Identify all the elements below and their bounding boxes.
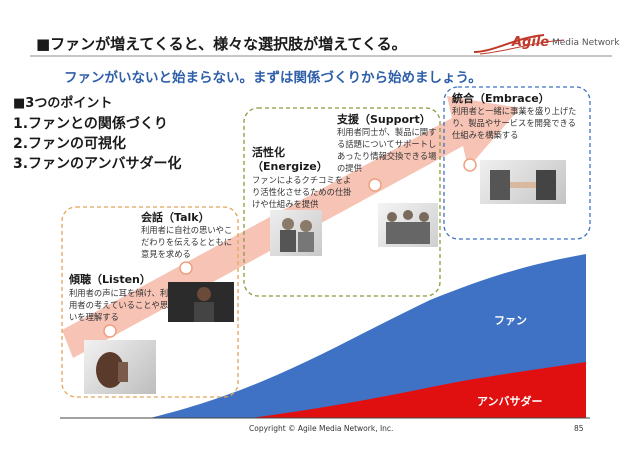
points-heading: ■3つのポイント: [13, 96, 113, 111]
milestone-talk: [179, 261, 193, 275]
step-support-desc: 利用者同士が、製品に関する話題についてサポートしあったり情報交換できる場の提供: [337, 127, 437, 173]
agile-media-network-logo: Agile Media Network: [473, 32, 622, 56]
fan-area-label: ファン: [494, 314, 527, 327]
step-talk-title: 会話（Talk）: [141, 211, 210, 224]
photo-speaker: [168, 282, 234, 322]
footer-copyright: Copyright © Agile Media Network, Inc.: [249, 424, 394, 433]
ambassador-area-label: アンバサダー: [477, 395, 543, 408]
photo-team: [378, 203, 438, 247]
step-embrace-desc: 利用者と一緒に事業を盛り上げたり、製品やサービスを開発できる仕組みを構築する: [452, 106, 577, 140]
ambassador-area: [250, 362, 586, 418]
step-listen-desc: 利用者の声に耳を傾け、利用者の考えていることや思いを理解する: [69, 288, 169, 322]
point-item-2: 2.ファンの可視化: [13, 136, 127, 152]
step-talk-desc: 利用者に自社の思いやこだわりを伝えるとともに意見を求める: [141, 225, 233, 259]
step-energize-title2: （Energize）: [252, 160, 328, 173]
fan-area: [150, 254, 586, 418]
step-energize-title: 活性化: [252, 146, 285, 159]
footer-page-number: 85: [574, 424, 584, 433]
step-support-title: 支援（Support）: [337, 113, 431, 126]
milestone-support: [368, 178, 382, 192]
listen-talk-group: [61, 206, 239, 398]
slide-subtitle: ファンがいないと始まらない。まずは関係づくりから始めましょう。: [64, 70, 482, 86]
photo-listening: [84, 340, 156, 394]
photo-handshake: [480, 160, 566, 204]
step-listen-title: 傾聴（Listen）: [69, 273, 151, 286]
logo-rest: Media Network: [552, 38, 620, 48]
milestone-embrace: [463, 158, 477, 172]
point-item-3: 3.ファンのアンバサダー化: [13, 156, 182, 172]
step-embrace-title: 統合（Embrace）: [452, 92, 550, 105]
logo-brand: Agile: [512, 35, 550, 50]
embrace-group: [443, 86, 591, 240]
photo-meeting: [270, 210, 322, 256]
point-item-1: 1.ファンとの関係づくり: [13, 116, 168, 132]
energize-support-group: [243, 107, 441, 297]
milestone-listen: [103, 324, 117, 338]
step-energize-desc: ファンによるクチコミをより活性化させるための仕掛けや仕組みを提供: [252, 175, 352, 209]
slide-title: ■ファンが増えてくると、様々な選択肢が増えてくる。: [36, 35, 407, 53]
